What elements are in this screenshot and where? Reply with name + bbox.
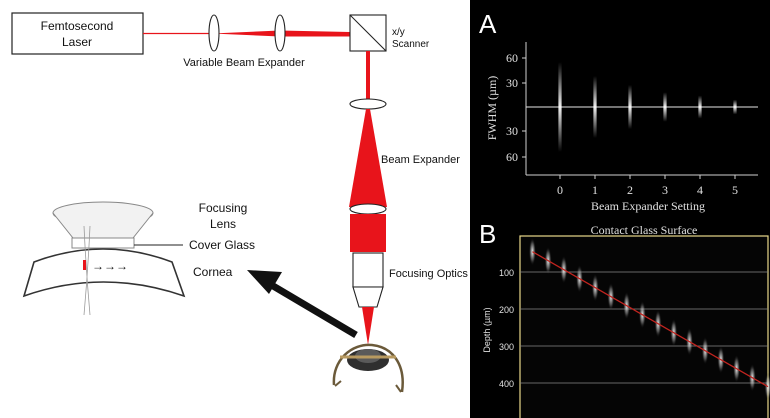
panel-b-ytick-100: 100 [499,268,514,278]
beam-focused [362,307,374,345]
panel-a-spot [558,62,562,152]
inset-direction-arrows: →→→ [92,259,128,273]
beam-expander-lens-2 [349,203,387,215]
panel-b-depth-fit-line [532,251,769,388]
beam-expanding-cone [349,109,387,207]
panel-a-spot [628,84,632,130]
panel-a-xtick-label: 5 [732,183,738,197]
optical-setup: Femtosecond Laser Variable Beam Expander… [11,12,468,393]
cover-glass-label: Cover Glass [189,238,255,252]
panel-a-spot [698,95,702,119]
panel-a-xlabel: Beam Expander Setting [591,199,705,213]
panel-b-letter: B [479,219,496,249]
panel-a-ytick-upper-30: 30 [506,76,518,90]
panel-a-ytick-lower-60: 60 [506,150,518,164]
beam-expansion-horizontal [212,30,280,37]
scanner-label-line2: Scanner [392,39,430,50]
laser-label-line2: Laser [62,35,92,49]
panel-a-xtick-label: 2 [627,183,633,197]
panel-a: A 60 30 30 60 FWHM (µm) 0 1 2 3 4 5 Beam Expa… [470,0,770,214]
cornea-shape [22,248,186,298]
panel-a-xtick-label: 1 [592,183,598,197]
panel-a-xtick-label: 0 [557,183,563,197]
panel-b-y-ticks: 100 200 300 400 [499,268,514,389]
focusing-lens-label-line2: Lens [210,217,236,231]
cornea-label: Cornea [193,265,233,279]
focusing-lens-label-line1: Focusing [199,201,248,215]
panel-b-title: Contact Glass Surface [591,223,698,237]
inset-beam-lines [83,225,91,316]
panel-a-ylabel: FWHM (µm) [485,76,499,141]
panel-a-x-ticks: 0 1 2 3 4 5 [557,175,738,197]
panel-b: B Contact Glass Surface 100 200 300 400 … [470,214,770,418]
panel-a-ytick-upper-60: 60 [506,51,518,65]
panel-b-ytick-400: 400 [499,379,514,389]
panel-a-y-ticks: 60 30 30 60 [506,51,526,164]
beam-expander-label: Beam Expander [381,154,460,166]
femtosecond-laser-box [11,12,144,55]
variable-expander-label: Variable Beam Expander [183,57,305,69]
focusing-optics-label: Focusing Optics [389,268,468,280]
panel-b-ylabel: Depth (µm) [482,307,492,352]
panel-a-spot [663,92,667,122]
variable-expander-lens-1 [208,14,220,52]
laser-label-line1: Femtosecond [41,19,114,33]
inset-focus-marker [83,260,86,270]
variable-expander-lens-2 [274,14,286,52]
scanner-label-line1: x/y [392,27,405,38]
objective-nozzle [352,286,384,308]
objective-body [352,252,384,288]
xy-scanner-mirror [349,14,387,52]
panel-a-letter: A [479,9,497,39]
panel-a-spot [733,99,737,115]
panel-a-ytick-lower-30: 30 [506,124,518,138]
focusing-lens-body [52,212,154,239]
beam-vertical-narrow [366,51,370,105]
cover-glass-plate [71,237,135,249]
cornea-pointer-arrowhead [247,270,282,294]
beam-horizontal-wide [280,30,350,37]
panel-a-xtick-label: 3 [662,183,668,197]
panel-b-ytick-300: 300 [499,342,514,352]
panel-a-xtick-label: 4 [697,183,703,197]
panel-b-ytick-200: 200 [499,305,514,315]
panel-a-spot [593,75,597,139]
panel-a-spots [558,62,737,152]
cornea-inset: →→→ Focusing Lens Cover Glass Cornea [22,201,255,316]
eye-illustration [332,343,404,393]
cornea-pointer-arrow [261,276,358,339]
beam-wide [350,214,386,252]
beam-expander-lens-1 [349,98,387,110]
